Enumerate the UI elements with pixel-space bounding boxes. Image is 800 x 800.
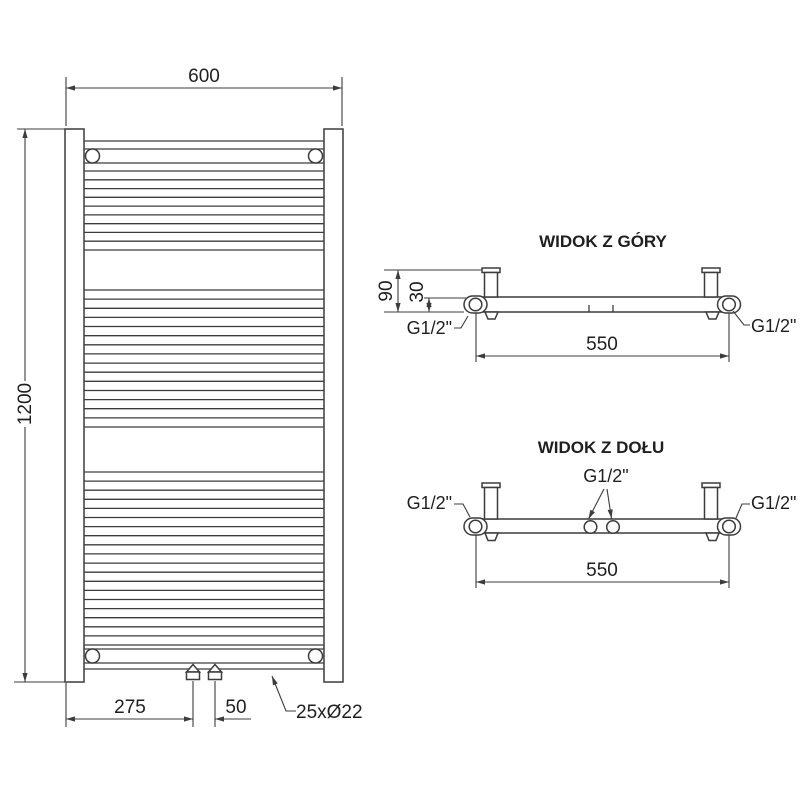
wall-bracket-right xyxy=(703,271,719,298)
connection-label: G1/2" xyxy=(583,466,628,486)
leader-line xyxy=(732,310,750,326)
dimension-height: 1200 xyxy=(14,128,65,683)
connection-label: G1/2" xyxy=(407,318,452,338)
connection-callout-center: G1/2" xyxy=(583,466,629,520)
centers-dimension-label: 550 xyxy=(586,560,618,581)
top-view-title: WIDOK Z GÓRY xyxy=(539,232,667,251)
bracket-foot-right xyxy=(704,311,721,320)
connection-label: G1/2" xyxy=(407,493,452,513)
tube-bar xyxy=(475,518,730,534)
dimension-centers-top: 550 xyxy=(475,313,730,362)
connection-callout-left: G1/2" xyxy=(407,315,469,338)
bracket-foot-left xyxy=(483,311,500,320)
leader-line xyxy=(454,315,469,329)
tube-count-label: 25xØ22 xyxy=(296,702,363,723)
depth-dimension-label: 90 xyxy=(376,280,397,301)
bracket-foot-right xyxy=(704,532,721,542)
valve-connection-left xyxy=(184,663,202,681)
valve-body xyxy=(185,671,201,681)
left-collector-rail xyxy=(64,128,85,683)
valve-spacing-label: 50 xyxy=(225,697,246,718)
valve-connection-right xyxy=(206,663,224,681)
centers-dimension-label: 550 xyxy=(586,334,618,355)
mounting-circle-bottom-right xyxy=(307,648,324,664)
offset-dimension-label: 30 xyxy=(407,281,428,302)
dimension-centers-bottom: 550 xyxy=(475,533,730,588)
dimension-width: 600 xyxy=(65,66,343,126)
bottom-view-title: WIDOK Z DOŁU xyxy=(538,438,665,457)
tube-bar xyxy=(475,296,730,313)
valve-cap xyxy=(206,663,224,673)
leader-line xyxy=(606,488,613,519)
wall-bracket-right xyxy=(703,486,719,520)
center-connection-port xyxy=(605,519,621,535)
top-view: WIDOK Z GÓRY 90 30 550 xyxy=(376,232,796,362)
connection-port-right xyxy=(721,297,737,312)
mounting-circle-top-left xyxy=(84,148,101,164)
right-collector-rail xyxy=(323,128,344,683)
mounting-circle-top-right xyxy=(307,148,324,164)
connection-port-right xyxy=(721,519,737,534)
leader-line xyxy=(588,488,605,520)
bottom-view: WIDOK Z DOŁU 550 G1/2" xyxy=(407,438,796,588)
connection-label: G1/2" xyxy=(751,493,796,513)
height-dimension-label: 1200 xyxy=(15,383,36,425)
mounting-circle-bottom-left xyxy=(84,648,101,664)
wall-bracket-left xyxy=(483,486,499,520)
dimension-depth: 90 30 xyxy=(376,269,484,313)
leader-line xyxy=(271,675,296,712)
tube-count-callout: 25xØ22 xyxy=(271,675,363,723)
valve-offset-label: 275 xyxy=(114,697,146,718)
leader-line xyxy=(735,503,750,519)
center-connection-port xyxy=(583,519,598,535)
connection-port-left xyxy=(468,297,483,312)
connection-label: G1/2" xyxy=(751,316,796,336)
radiator-tubes xyxy=(84,170,324,646)
connection-callout-right: G1/2" xyxy=(732,310,796,336)
front-view: 600 1200 xyxy=(14,66,363,727)
connection-callout-left: G1/2" xyxy=(407,493,471,518)
connection-callout-right: G1/2" xyxy=(735,493,796,519)
width-dimension-label: 600 xyxy=(188,66,220,87)
bracket-foot-left xyxy=(483,532,500,542)
valve-cap xyxy=(184,663,202,673)
leader-line xyxy=(454,503,471,518)
valve-body xyxy=(207,671,223,681)
dimension-valve-position: 275 50 xyxy=(65,681,251,727)
connection-port-left xyxy=(468,519,483,534)
wall-bracket-left xyxy=(483,271,499,298)
